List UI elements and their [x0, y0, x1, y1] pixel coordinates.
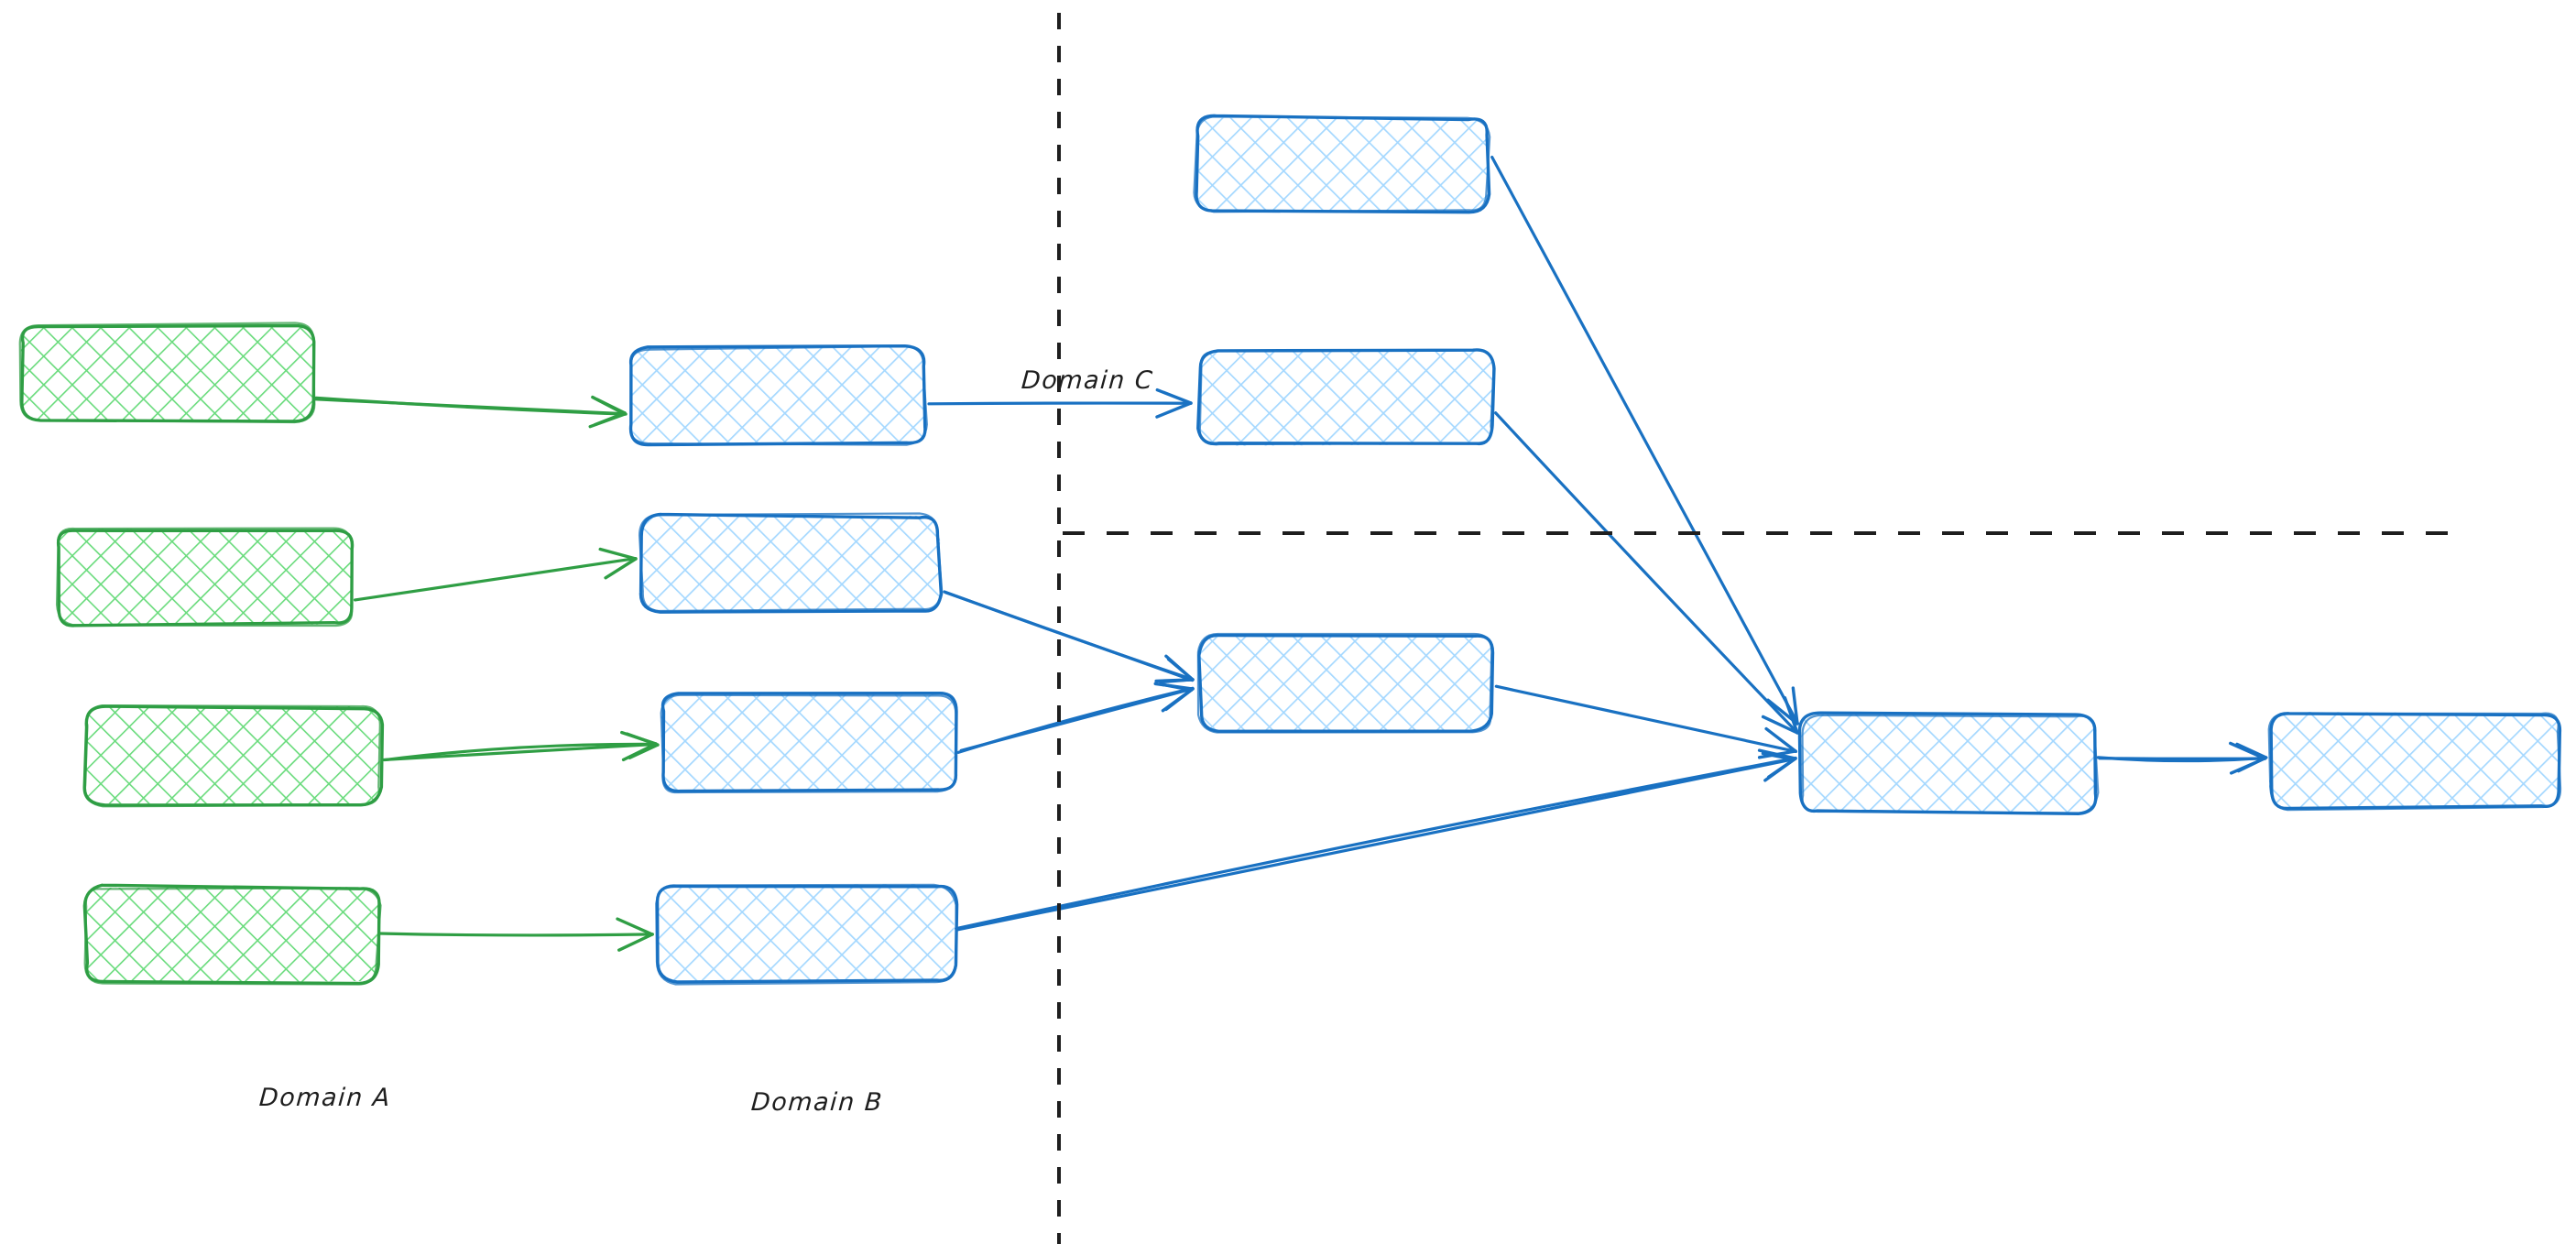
nodes-layer	[18, 114, 2562, 986]
edge-arrow	[1494, 684, 1798, 759]
edge-arrow	[1490, 155, 1799, 726]
node-box[interactable]	[1193, 114, 1491, 214]
dividers-layer	[1057, 13, 2455, 1244]
edge-arrow	[927, 387, 1193, 419]
edge-arrow	[380, 730, 660, 762]
node-box[interactable]	[638, 512, 944, 614]
edge-arrow	[377, 917, 654, 952]
node-box[interactable]	[2267, 711, 2562, 812]
domain-a-label: Domain A	[257, 1084, 392, 1112]
edges-layer	[313, 155, 2268, 952]
edge-arrow	[1494, 411, 1799, 735]
edge-arrow	[313, 395, 628, 429]
node-box[interactable]	[82, 883, 382, 986]
edge-arrow	[943, 590, 1195, 684]
domain-b-label: Domain B	[749, 1088, 884, 1117]
node-box[interactable]	[18, 322, 316, 424]
edge-arrow	[955, 748, 1797, 932]
edge-arrow	[2096, 741, 2268, 775]
node-box[interactable]	[1196, 632, 1495, 734]
edge-arrow	[956, 682, 1195, 754]
node-box[interactable]	[82, 704, 385, 808]
edge-arrow	[353, 547, 638, 602]
node-box[interactable]	[1797, 711, 2100, 815]
node-box[interactable]	[655, 883, 959, 986]
node-box[interactable]	[1196, 348, 1496, 446]
domain-c-label: Domain C	[1020, 366, 1155, 395]
node-box[interactable]	[628, 344, 928, 447]
node-box[interactable]	[660, 692, 958, 794]
node-box[interactable]	[55, 527, 355, 628]
